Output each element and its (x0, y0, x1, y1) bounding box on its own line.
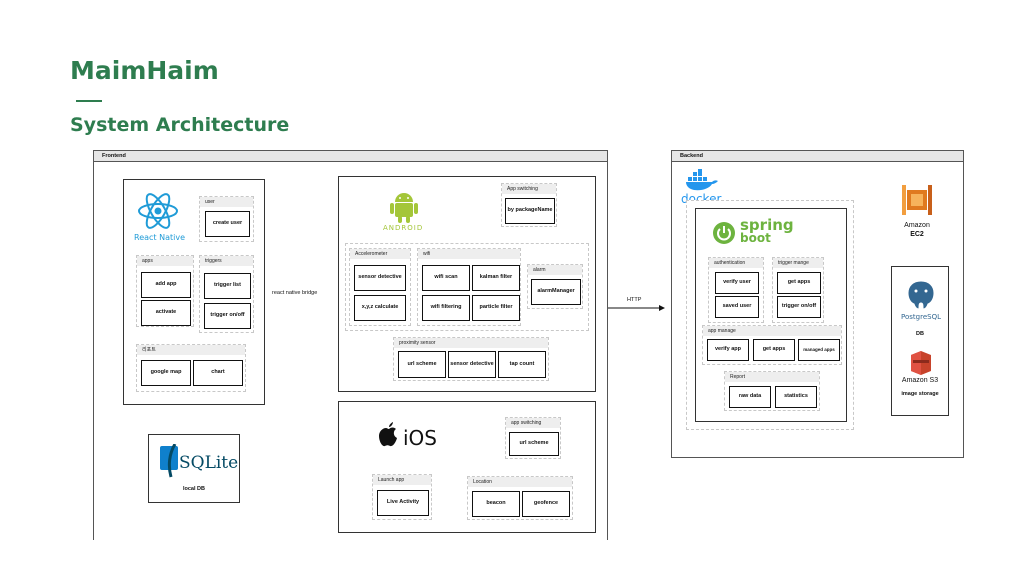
trigger-manage-label: trigger mange (773, 258, 823, 268)
geofence-button[interactable]: geofence (522, 491, 570, 517)
android-app-switching-group: App switching by packageName (501, 183, 557, 227)
accelerometer-label: Accelerometer (350, 249, 410, 259)
alarm-group: alarm alarmManager (527, 264, 583, 309)
sqlite-logo-text: SQLite (179, 453, 239, 473)
proximity-group: proximity sensor url scheme sensor detec… (393, 337, 549, 381)
live-activity-button[interactable]: Live Activity (377, 490, 429, 516)
ios-url-scheme-button[interactable]: url scheme (509, 432, 559, 456)
android-box: ANDROID App switching by packageName Acc… (338, 176, 596, 392)
backend-trigger-onoff-button[interactable]: trigger on/off (777, 296, 821, 318)
android-app-switching-label: App switching (502, 184, 556, 194)
apps-group-label: apps (137, 256, 193, 266)
xyz-calculate-button[interactable]: x,y,z calculate (354, 295, 406, 321)
spring-power-icon (713, 222, 735, 244)
backend-report-label: Report (725, 372, 819, 382)
ec2-line1: Amazon (904, 222, 930, 229)
user-group-label: user (200, 197, 253, 207)
report-group: 리포트 google map chart (136, 344, 246, 392)
android-logo-text: ANDROID (383, 224, 424, 232)
react-native-box: React Native user create user apps add a… (123, 179, 265, 405)
user-group: user create user (199, 196, 254, 242)
create-user-button[interactable]: create user (205, 211, 250, 237)
trigger-manage-group: trigger mange get apps trigger on/off (772, 257, 824, 323)
wifi-group: wifi wifi scan kalman filter wifi filter… (417, 248, 521, 326)
accelerometer-group: Accelerometer sensor detective x,y,z cal… (349, 248, 411, 326)
backend-label: Backend (672, 151, 963, 162)
ec2-line2: EC2 (910, 231, 924, 238)
app-manage-group: app manage verify app get apps managed a… (702, 325, 842, 365)
activate-button[interactable]: activate (141, 300, 191, 326)
postgresql-icon (907, 280, 935, 310)
react-native-logo-text: React Native (134, 233, 186, 242)
alarm-label: alarm (528, 265, 582, 275)
page-title: MaimHaim (70, 56, 219, 85)
ios-box: iOS app switching url scheme Launch app … (338, 401, 596, 533)
app-manage-label: app manage (703, 326, 841, 336)
backend-get-apps-button[interactable]: get apps (777, 272, 821, 294)
launch-app-group: Launch app Live Activity (372, 474, 432, 520)
ios-logo-text: iOS (403, 426, 437, 450)
add-app-button[interactable]: add app (141, 272, 191, 298)
app-manage-get-apps-button[interactable]: get apps (753, 339, 795, 361)
frontend-label: Frontend (94, 151, 607, 162)
storage-box: PostgreSQL DB Amazon S3 image storage (891, 266, 949, 416)
location-group: Location beacon geofence (467, 476, 573, 520)
tap-count-button[interactable]: tap count (498, 351, 546, 378)
postgresql-logo-text: PostgreSQL (901, 313, 941, 321)
beacon-button[interactable]: beacon (472, 491, 520, 517)
bridge-label: react native bridge (272, 290, 318, 296)
ios-app-switching-group: app switching url scheme (505, 417, 561, 459)
ios-app-switching-label: app switching (506, 418, 560, 428)
saved-user-button[interactable]: saved user (715, 296, 759, 318)
trigger-list-button[interactable]: trigger list (204, 273, 251, 299)
local-db-label: local DB (182, 486, 205, 492)
verify-app-button[interactable]: verify app (707, 339, 749, 361)
db-label: DB (916, 331, 924, 337)
authentication-label: authentication (709, 258, 763, 268)
docker-icon (686, 169, 718, 191)
s3-label: Amazon S3 (901, 377, 939, 384)
triggers-group-label: triggers (200, 256, 253, 266)
authentication-group: authentication verify user saved user (708, 257, 764, 323)
kalman-filter-button[interactable]: kalman filter (472, 265, 520, 291)
google-map-button[interactable]: google map (141, 360, 191, 386)
http-label: HTTP (627, 297, 642, 303)
image-storage-label: image storage (901, 391, 939, 397)
alarm-manager-button[interactable]: alarmManager (531, 279, 581, 305)
triggers-group: triggers trigger list trigger on/off (199, 255, 254, 333)
title-divider (76, 100, 102, 102)
statistics-button[interactable]: statistics (775, 386, 817, 408)
spring-logo-top: spring (740, 216, 794, 234)
managed-apps-button[interactable]: managed apps (798, 339, 840, 361)
android-icon (390, 193, 418, 223)
prox-sensor-detective-button[interactable]: sensor detective (448, 351, 496, 378)
wifi-filtering-button[interactable]: wifi filtering (422, 295, 470, 321)
react-icon (138, 193, 178, 229)
prox-url-scheme-button[interactable]: url scheme (398, 351, 446, 378)
sqlite-icon (160, 444, 178, 478)
trigger-onoff-button[interactable]: trigger on/off (204, 303, 251, 329)
amazon-ec2-icon (902, 185, 932, 215)
spring-logo-bottom: boot (740, 231, 771, 245)
wifi-scan-button[interactable]: wifi scan (422, 265, 470, 291)
report-group-label: 리포트 (137, 345, 245, 355)
spring-boot-box: spring boot authentication verify user s… (695, 208, 847, 422)
particle-filter-button[interactable]: particle filter (472, 295, 520, 321)
sqlite-box: SQLite local DB (148, 434, 240, 503)
verify-user-button[interactable]: verify user (715, 272, 759, 294)
accel-sensor-detective-button[interactable]: sensor detective (354, 265, 406, 291)
backend-report-group: Report raw data statistics (724, 371, 820, 411)
apps-group: apps add app activate (136, 255, 194, 327)
wifi-label: wifi (418, 249, 520, 259)
amazon-s3-icon (911, 351, 931, 375)
chart-button[interactable]: chart (193, 360, 243, 386)
apple-icon (379, 422, 397, 447)
launch-app-label: Launch app (373, 475, 431, 485)
location-label: Location (468, 477, 572, 487)
raw-data-button[interactable]: raw data (729, 386, 771, 408)
by-package-name-button[interactable]: by packageName (505, 198, 555, 224)
page-subtitle: System Architecture (70, 114, 290, 136)
proximity-label: proximity sensor (394, 338, 548, 348)
